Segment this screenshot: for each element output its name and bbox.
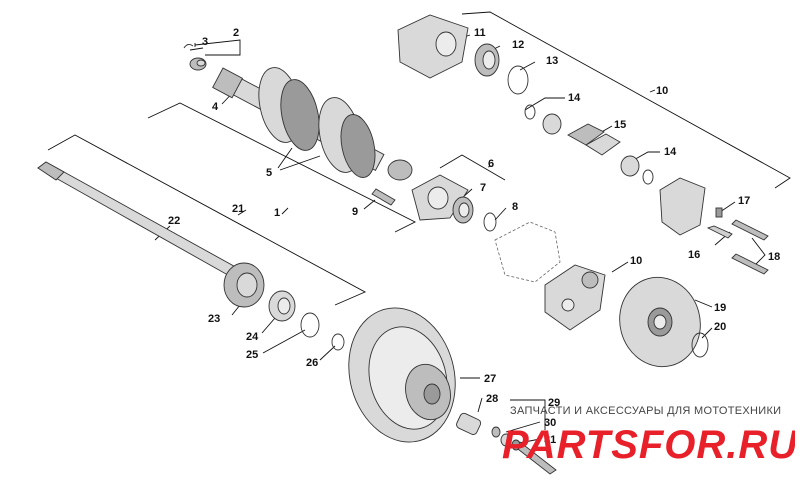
callout-27: 27 [484,373,496,385]
callout-4: 4 [212,101,219,113]
callout-22: 22 [168,215,180,227]
o-ring [300,312,320,338]
caliper-bolts [731,219,769,275]
callout-26: 26 [306,357,318,369]
piston-seal-right [642,169,654,185]
callout-14-a: 14 [568,92,581,104]
callout-8: 8 [512,201,518,213]
callout-12: 12 [512,39,524,51]
flat-washer [500,433,512,447]
callout-15: 15 [614,119,626,131]
bearing [268,290,296,322]
piston-seal-left [524,104,536,120]
callout-14-b: 14 [664,146,677,158]
bolt [511,439,557,475]
callout-28: 28 [486,393,498,405]
callout-3: 3 [202,36,208,48]
callout-7: 7 [480,182,486,194]
callout-21: 21 [232,203,244,215]
callout-5: 5 [266,167,272,179]
callout-30: 30 [544,417,556,429]
callout-16: 16 [688,249,700,261]
caliper-o-ring [507,65,529,95]
bushing [189,57,207,71]
bearing-seal [452,196,474,224]
piston-right [620,155,640,177]
bleeder-screw [715,207,723,218]
callout-9: 9 [352,206,358,218]
snap-ring [331,333,345,351]
callout-11: 11 [474,27,486,39]
retaining-ring [691,332,709,358]
callout-20: 20 [714,321,726,333]
callout-10-top: 10 [656,85,668,97]
piston-left [542,113,562,135]
callout-6: 6 [488,158,494,170]
chaincase-gasket [494,221,561,283]
watermark-logo-text: PARTSFOR.RU [502,423,795,466]
bearing-flange [223,262,265,308]
callout-10-mid: 10 [630,255,642,267]
callout-25: 25 [246,349,258,361]
driven-shaft [37,161,251,289]
callout-1: 1 [274,207,280,219]
callout-18: 18 [768,251,780,263]
callout-labels: 1 2 3 4 5 6 7 8 9 10 10 11 12 13 14 14 1… [168,27,780,446]
callout-19: 19 [714,302,726,314]
callout-2: 2 [233,27,239,39]
callout-29: 29 [548,397,560,409]
callout-13: 13 [546,55,558,67]
drive-clutch-assembly [212,67,413,181]
callout-31: 31 [544,434,556,446]
caliper-bearing [474,43,500,77]
outer-caliper-half [659,177,706,236]
pad-pin [706,225,733,239]
lock-washer [491,426,501,438]
callout-23: 23 [208,313,220,325]
caliper-housing [397,14,469,79]
brake-disc [619,276,701,368]
driven-clutch [348,307,456,443]
watermark-logo: PARTSFOR.RU [502,423,795,466]
seal-ring [483,212,497,232]
retaining-clip [183,43,194,49]
watermark-tagline: ЗАПЧАСТИ И АКСЕССУАРЫ ДЛЯ МОТОТЕХНИКИ [510,405,782,417]
callout-24: 24 [246,331,259,343]
spacer [456,412,482,435]
callout-17: 17 [738,195,750,207]
cap-screw [371,188,396,206]
brake-caliper [544,264,606,331]
brake-pads [567,123,621,156]
